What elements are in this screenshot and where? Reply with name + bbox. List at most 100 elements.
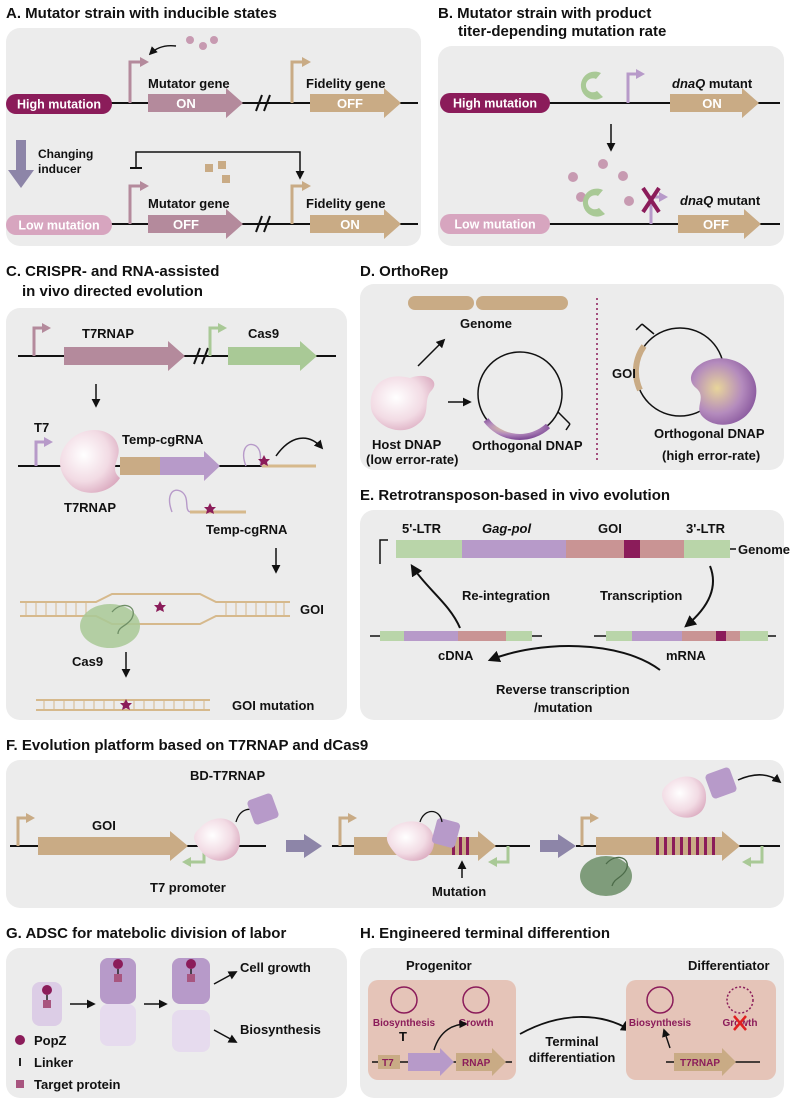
- fidelity-gene-label: Fidelity gene: [306, 196, 385, 211]
- panel-f: F. Evolution platform based on T7RNAP an…: [6, 737, 784, 908]
- goi-label: GOI: [92, 818, 116, 833]
- low-mutation-pill: [440, 214, 550, 234]
- goi-block: [566, 540, 624, 558]
- stage-arrow: [286, 834, 322, 858]
- genome-segment: [408, 296, 474, 310]
- t7-promoter-label: T7 promoter: [150, 880, 226, 895]
- repressor-protein: [580, 71, 603, 100]
- promoter-arrow: [290, 184, 304, 224]
- mrna-goi: [682, 631, 716, 641]
- t7rnap-label: T7RNAP: [680, 1058, 720, 1069]
- regulation-line: [135, 151, 305, 180]
- biosynthesis-label: Biosynthesis: [373, 1018, 436, 1029]
- mutation-star: [204, 503, 216, 514]
- panel-h-title: H. Engineered terminal differention: [360, 925, 610, 942]
- cgrna-arrow: [160, 451, 220, 481]
- goi-mutation-label: GOI mutation: [232, 698, 314, 713]
- rnap-label: RNAP: [462, 1058, 491, 1069]
- mutation-stripes: [656, 837, 715, 855]
- legend-popz-icon: [15, 1035, 25, 1045]
- panel-e: E. Retrotransposon-based in vivo evoluti…: [360, 487, 790, 720]
- product-dot: [618, 171, 628, 181]
- product-dot: [624, 196, 634, 206]
- mrna-goi: [726, 631, 740, 641]
- panel-a-background: [6, 28, 421, 246]
- cas9-gene-arrow: [228, 341, 317, 371]
- biosynthesis-circle: [390, 986, 418, 1014]
- host-dnap-protein: [370, 375, 435, 431]
- cas9-protein: [80, 604, 140, 648]
- differentiator-label: Differentiator: [688, 958, 770, 973]
- low-mutation-pill: [6, 215, 112, 235]
- binding-domain-released: [705, 767, 737, 799]
- host-dnap-label: Host DNAP: [372, 437, 442, 452]
- panel-c-title-line2: in vivo directed evolution: [22, 283, 203, 300]
- mutation-star: [154, 601, 166, 612]
- reintegration-label: Re-integration: [462, 588, 550, 603]
- fidelity-gene-arrow-low: [310, 209, 401, 239]
- legend-target-label: Target protein: [34, 1077, 120, 1092]
- mrna-mutation: [716, 631, 726, 641]
- inducer-dot: [186, 36, 194, 44]
- ltr3-label: 3'-LTR: [686, 521, 726, 536]
- goi-label: GOI: [598, 521, 622, 536]
- repressor-bound: [582, 188, 605, 217]
- blocked-cross-icon: [733, 1015, 747, 1031]
- differentiation-arrow: [519, 1016, 632, 1035]
- legend-target-icon: [16, 1080, 24, 1088]
- goi-arrow: [38, 831, 188, 861]
- cdna-goi: [458, 631, 506, 641]
- high-mutation-label: High mutation: [453, 97, 537, 111]
- panel-d: D. OrthoRep Genome Host DNAP (low error-…: [360, 263, 784, 470]
- fidelity-gene-arrow: [310, 88, 401, 118]
- high-mutation-pill: [440, 93, 550, 113]
- panel-d-background: [360, 284, 784, 470]
- fidelity-on-label: ON: [340, 217, 360, 232]
- t7rnap-gene-label: T7RNAP: [82, 326, 134, 341]
- inducer-square: [218, 161, 226, 169]
- genome-label: Genome: [738, 542, 790, 557]
- promoter-arrow: [128, 60, 142, 103]
- break-mark: [193, 347, 209, 365]
- panel-e-background: [360, 510, 784, 720]
- temp-region: [120, 457, 160, 475]
- panel-b-title-line1: B. Mutator strain with product: [438, 5, 651, 22]
- blocked-cross: [641, 186, 661, 214]
- inducer-dot: [210, 36, 218, 44]
- promoter-arrow: [290, 60, 304, 103]
- dnaq-gene-arrow-off: [678, 209, 761, 239]
- cdna-label: cDNA: [438, 648, 474, 663]
- promoter-arrow: [626, 72, 638, 103]
- target-protein: [43, 1000, 51, 1008]
- dnaq-label: dnaQ mutant: [680, 193, 761, 208]
- inducer-label: inducer: [38, 162, 82, 176]
- cas9-label: Cas9: [72, 654, 103, 669]
- t7rnap-protein: [386, 821, 434, 861]
- cell-dividing-bottom: [100, 1004, 136, 1046]
- fidelity-gene-label: Fidelity gene: [306, 76, 385, 91]
- biosynthesis-label: Biosynthesis: [629, 1018, 692, 1029]
- goi-block: [640, 540, 684, 558]
- mutator-on-label: ON: [176, 96, 196, 111]
- dnaq-off-label: OFF: [703, 217, 729, 232]
- growth-label: Growth: [459, 1018, 494, 1029]
- panel-e-title: E. Retrotransposon-based in vivo evoluti…: [360, 487, 670, 504]
- terminal-label: Terminal: [545, 1034, 598, 1049]
- panel-f-title: F. Evolution platform based on T7RNAP an…: [6, 737, 368, 754]
- orthogonal-dnap-label: Orthogonal DNAP: [472, 438, 583, 453]
- reintegration-arrow: [410, 563, 461, 629]
- promoter-arrow: [128, 184, 142, 224]
- genome-label: Genome: [460, 316, 512, 331]
- goi-segment: [632, 344, 647, 392]
- mutator-gene-label: Mutator gene: [148, 196, 230, 211]
- t7rnap-gene-arrow: [64, 341, 185, 371]
- goi-label: GOI: [300, 602, 324, 617]
- mrna-gagpol: [632, 631, 682, 641]
- panel-c-background: [6, 308, 347, 720]
- product-dot: [598, 159, 608, 169]
- mutator-off-label: OFF: [173, 217, 199, 232]
- mutator-gene-arrow-low: [148, 209, 243, 239]
- legend-linker-label: Linker: [34, 1055, 73, 1070]
- gagpol-label: Gag-pol: [482, 521, 531, 536]
- t7-label: T7: [382, 1058, 394, 1069]
